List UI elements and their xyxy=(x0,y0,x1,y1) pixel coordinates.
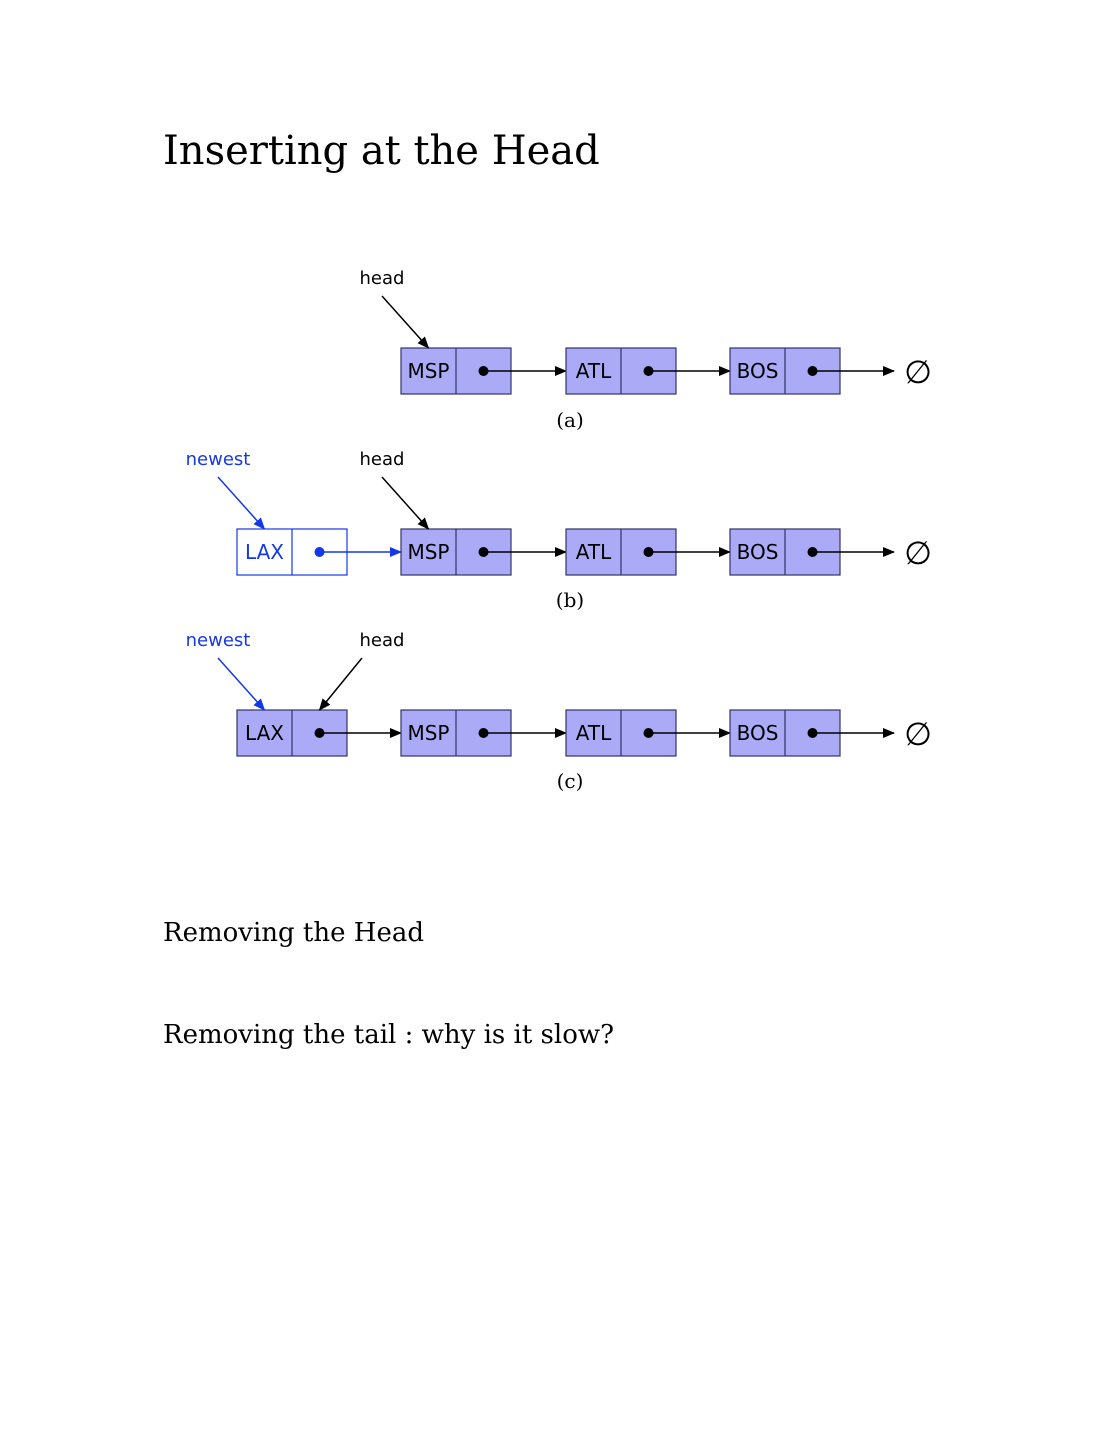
diagram-panel-c: LAX MSP ATL BOS ∅ newest head (c) xyxy=(186,630,932,793)
diagram-panel-a: MSP ATL BOS ∅ head (a) xyxy=(360,268,932,432)
list-node: ATL xyxy=(565,347,731,395)
null-symbol: ∅ xyxy=(904,534,932,572)
list-node: BOS xyxy=(729,709,895,757)
list-node: BOS xyxy=(729,528,895,576)
node-label: LAX xyxy=(245,540,284,564)
list-node: MSP xyxy=(400,709,567,757)
head-pointer-label: head xyxy=(360,630,405,651)
head-pointer-label: head xyxy=(360,449,405,470)
node-label: MSP xyxy=(407,540,449,564)
head-pointer-arrow xyxy=(381,295,430,349)
node-label: MSP xyxy=(407,359,449,383)
node-label: MSP xyxy=(407,721,449,745)
node-label: BOS xyxy=(737,359,779,383)
head-pointer-label: head xyxy=(360,268,405,289)
node-label: BOS xyxy=(737,540,779,564)
node-label: ATL xyxy=(576,721,612,745)
list-node: ATL xyxy=(565,709,731,757)
null-symbol: ∅ xyxy=(904,715,932,753)
node-label: ATL xyxy=(576,359,612,383)
newest-pointer-arrow xyxy=(217,476,266,530)
newest-pointer-label: newest xyxy=(186,449,251,470)
page-title: Inserting at the Head xyxy=(163,128,600,174)
list-node: LAX xyxy=(236,709,402,757)
panel-caption: (c) xyxy=(557,769,584,793)
list-node: ATL xyxy=(565,528,731,576)
newest-pointer-label: newest xyxy=(186,630,251,651)
head-pointer-arrow xyxy=(381,476,430,530)
section-heading-removing-head: Removing the Head xyxy=(163,918,424,948)
node-label: LAX xyxy=(245,721,284,745)
null-symbol: ∅ xyxy=(904,353,932,391)
diagram-panel-b: LAX MSP ATL BOS ∅ newest head (b) xyxy=(186,449,932,612)
section-heading-removing-tail: Removing the tail : why is it slow? xyxy=(163,1020,615,1050)
node-label: ATL xyxy=(576,540,612,564)
list-node: MSP xyxy=(400,528,567,576)
head-pointer-arrow xyxy=(318,657,363,711)
panel-caption: (a) xyxy=(556,408,584,432)
list-node: MSP xyxy=(400,347,567,395)
newest-pointer-arrow xyxy=(217,657,266,711)
list-node: LAX xyxy=(236,528,402,576)
list-node: BOS xyxy=(729,347,895,395)
panel-caption: (b) xyxy=(556,588,584,612)
node-label: BOS xyxy=(737,721,779,745)
